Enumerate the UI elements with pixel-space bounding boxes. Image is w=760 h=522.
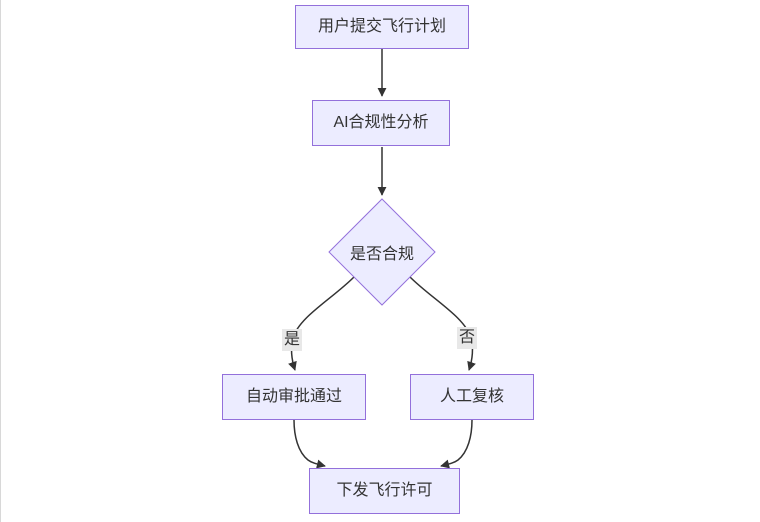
node-analysis-label: AI合规性分析: [333, 114, 429, 132]
edge-decision-approve: [288, 276, 355, 371]
node-review-label: 人工复核: [439, 388, 504, 406]
edge-decision-review: [409, 276, 476, 371]
node-start-label: 用户提交飞行计划: [317, 18, 446, 36]
edge-review-permit: [440, 419, 473, 469]
node-decision-label: 是否合规: [349, 246, 414, 263]
node-approve-label: 自动审批通过: [245, 388, 342, 406]
node-approve: 自动审批通过: [222, 374, 366, 420]
node-decision-shape: [328, 198, 436, 306]
node-permit-label: 下发飞行许可: [336, 482, 433, 500]
node-review: 人工复核: [410, 374, 534, 420]
edge-label-no: 否: [456, 327, 478, 349]
node-permit: 下发飞行许可: [309, 468, 460, 514]
node-start: 用户提交飞行计划: [295, 5, 469, 49]
edge-approve-permit: [293, 419, 326, 469]
node-analysis: AI合规性分析: [312, 100, 450, 146]
edge-label-yes: 是: [281, 329, 303, 351]
